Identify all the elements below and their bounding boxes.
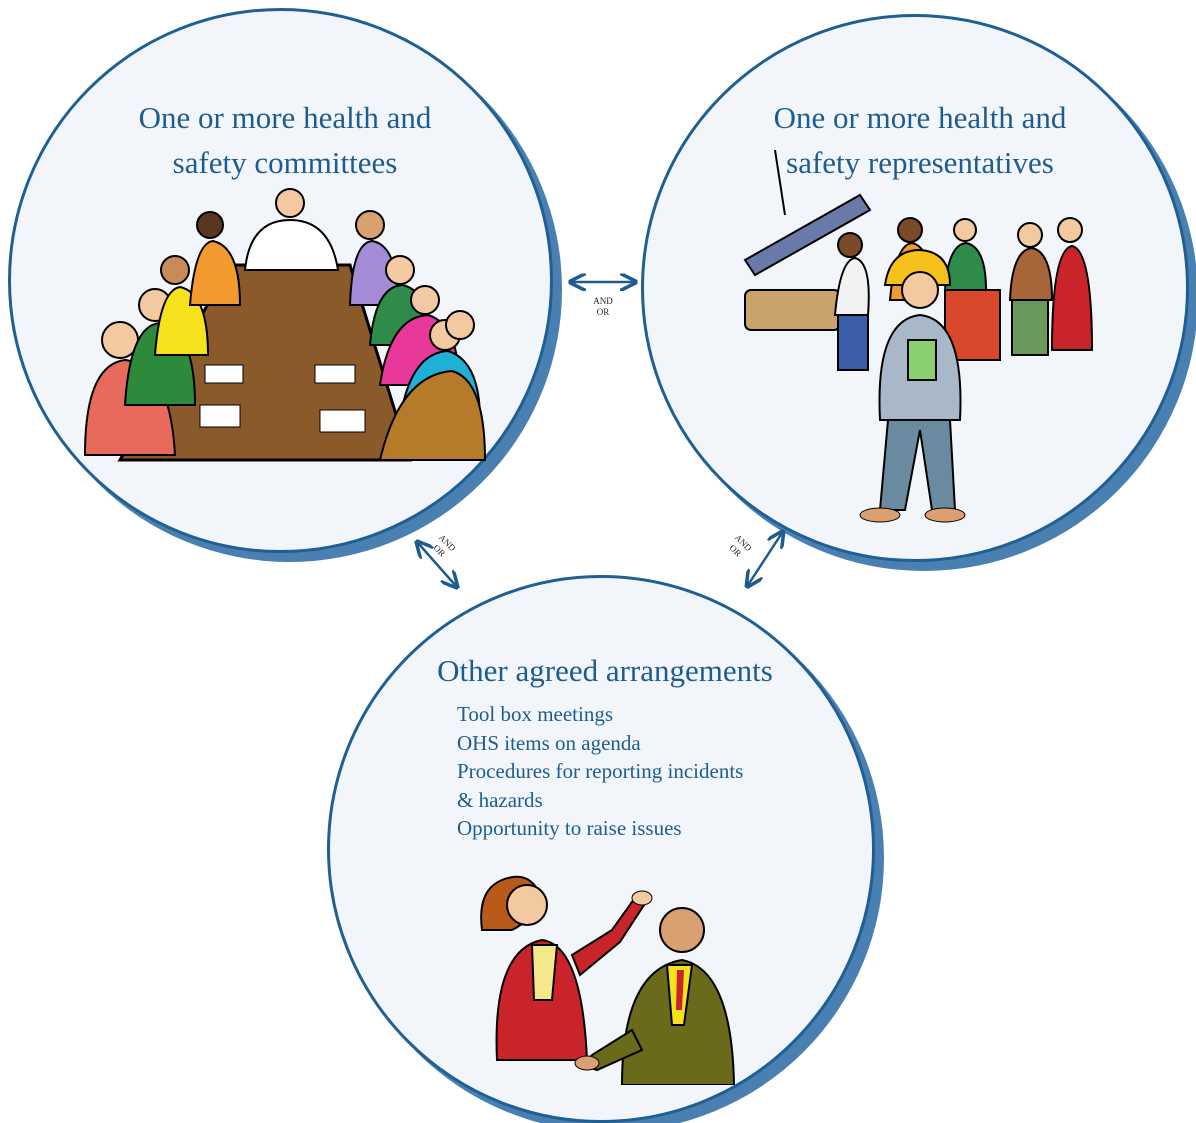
connector-label-top: AND OR — [588, 296, 618, 318]
two-people-talking-icon — [480, 875, 736, 1085]
construction-workers-icon — [743, 150, 1094, 523]
arrangements-list: Tool box meetings OHS items on agenda Pr… — [457, 700, 743, 843]
list-item: & hazards — [457, 787, 543, 812]
meeting-table-icon — [83, 188, 487, 462]
list-item: Opportunity to raise issues — [457, 816, 682, 840]
double-arrow-left — [418, 543, 456, 586]
list-item: Procedures for reporting incidents — [457, 759, 744, 783]
list-item: Tool box meetings — [457, 702, 614, 726]
double-arrow-right — [748, 533, 782, 585]
or-label: OR — [596, 307, 610, 317]
list-item: OHS items on agenda — [457, 730, 641, 755]
representatives-title: One or more health and safety representa… — [773, 100, 1067, 180]
and-label: AND — [593, 296, 613, 306]
committees-title: One or more health and safety committees — [138, 100, 432, 180]
other-arrangements-title: Other agreed arrangements — [437, 653, 773, 688]
